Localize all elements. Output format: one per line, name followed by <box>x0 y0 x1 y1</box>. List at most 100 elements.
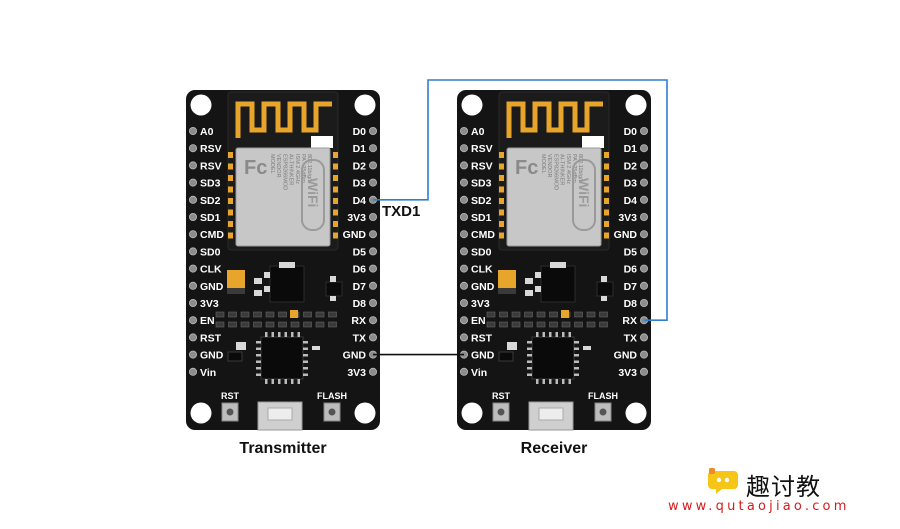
pin-label: D3 <box>353 178 367 190</box>
chip-pin <box>527 373 532 376</box>
smd-resistor <box>278 311 287 318</box>
pin-right <box>368 144 377 153</box>
regulator-pin <box>535 286 541 292</box>
pin-label: GND <box>471 281 495 293</box>
button-cap <box>328 408 336 416</box>
antenna-pad <box>311 136 333 148</box>
chip-pin <box>303 367 308 370</box>
smd-resistor <box>328 321 337 328</box>
pin-label: SD0 <box>471 246 492 258</box>
pin-left <box>460 127 468 136</box>
pin-label: EN <box>471 315 486 327</box>
voltage-regulator <box>540 265 576 303</box>
pin-label: GND <box>471 350 495 362</box>
pin-left <box>189 127 197 136</box>
usb-opening <box>538 407 564 421</box>
mounting-hole <box>190 402 212 424</box>
chip-pin <box>568 379 571 384</box>
chip-pin <box>256 360 261 363</box>
chip-pin <box>271 379 274 384</box>
chip-pin <box>574 347 579 350</box>
module-pad <box>228 175 233 181</box>
pin-left <box>460 333 468 342</box>
pin-label: D7 <box>353 281 367 293</box>
module-pad <box>333 198 338 204</box>
wire-txd1-to-rx <box>373 79 668 322</box>
pin-label: D0 <box>353 126 367 138</box>
chip-pin <box>265 379 268 384</box>
module-pad <box>604 221 609 227</box>
chip-pin <box>542 332 545 337</box>
pin-label: RSV <box>200 160 222 172</box>
smd-pad <box>525 290 533 296</box>
pin-label: RSV <box>200 143 222 155</box>
smd-resistor <box>536 321 546 328</box>
module-label: MODEL <box>269 154 275 174</box>
chip-pin <box>291 332 294 337</box>
pin-right <box>368 281 377 290</box>
smd-resistor <box>328 311 337 318</box>
chip-pin <box>574 373 579 376</box>
pin-label: SD1 <box>471 212 492 224</box>
chip-pin <box>568 332 571 337</box>
pin-right <box>639 247 648 256</box>
mounting-hole <box>461 94 483 116</box>
module-pad <box>499 221 504 227</box>
module-label: AI-THINKER <box>288 154 294 185</box>
pin-label: RX <box>351 315 366 327</box>
wifi-logo-icon <box>301 159 325 231</box>
module-label: 802.11b/g/n <box>306 154 312 183</box>
chip-pin <box>555 332 558 337</box>
pin-label: RX <box>622 315 637 327</box>
board-caption: Transmitter <box>239 440 326 457</box>
pin-left <box>189 316 197 325</box>
module-label: VENDOR <box>275 154 281 178</box>
pin-label: A0 <box>471 126 485 138</box>
transistor-pin <box>601 276 607 282</box>
pin-left <box>189 161 197 170</box>
pin-right <box>639 178 648 187</box>
chip-pin <box>549 332 552 337</box>
module-label: ESP8266MOD <box>281 154 287 190</box>
pin-left <box>189 178 197 187</box>
smd-capacitor <box>561 310 569 318</box>
smd-resistor <box>290 321 300 328</box>
module-label: ISM 2.4GHz <box>294 154 300 184</box>
smd-resistor <box>486 311 496 318</box>
pcb-antenna-icon <box>235 101 332 138</box>
chip-pin <box>574 360 579 363</box>
pin-label: TX <box>624 332 637 344</box>
smd-resistor <box>586 321 596 328</box>
pin-left <box>460 195 468 204</box>
pin-label: D1 <box>624 143 638 155</box>
pin-right <box>639 144 648 153</box>
module-pad <box>604 209 609 216</box>
metal-shield <box>506 147 602 247</box>
smd-resistor <box>228 321 237 328</box>
capacitor-band <box>498 288 516 294</box>
regulator-tab <box>279 262 295 268</box>
module-pad <box>604 232 609 239</box>
module-pad <box>333 163 338 170</box>
smd-resistor <box>486 321 496 328</box>
module-pad <box>333 232 338 239</box>
module-label: ISM 2.4GHz <box>565 154 571 184</box>
pin-label: 3V3 <box>200 298 219 310</box>
pin-left <box>460 213 468 222</box>
smd-resistor <box>511 311 521 318</box>
pin-label: CLK <box>200 264 222 276</box>
smd-resistor <box>549 321 558 328</box>
pin-left <box>189 264 197 273</box>
chip-pin <box>303 354 308 357</box>
pin-label: SD1 <box>200 212 221 224</box>
smd-resistor <box>499 311 508 318</box>
smd-resistor <box>315 311 325 318</box>
pin-left <box>189 144 197 153</box>
chip-pin <box>527 367 532 370</box>
rst-button-label: RST <box>492 391 511 401</box>
module-label: MODEL <box>540 154 546 174</box>
smd-resistor <box>215 311 225 318</box>
pin-label: SD0 <box>200 246 221 258</box>
smd-resistor <box>524 321 533 328</box>
